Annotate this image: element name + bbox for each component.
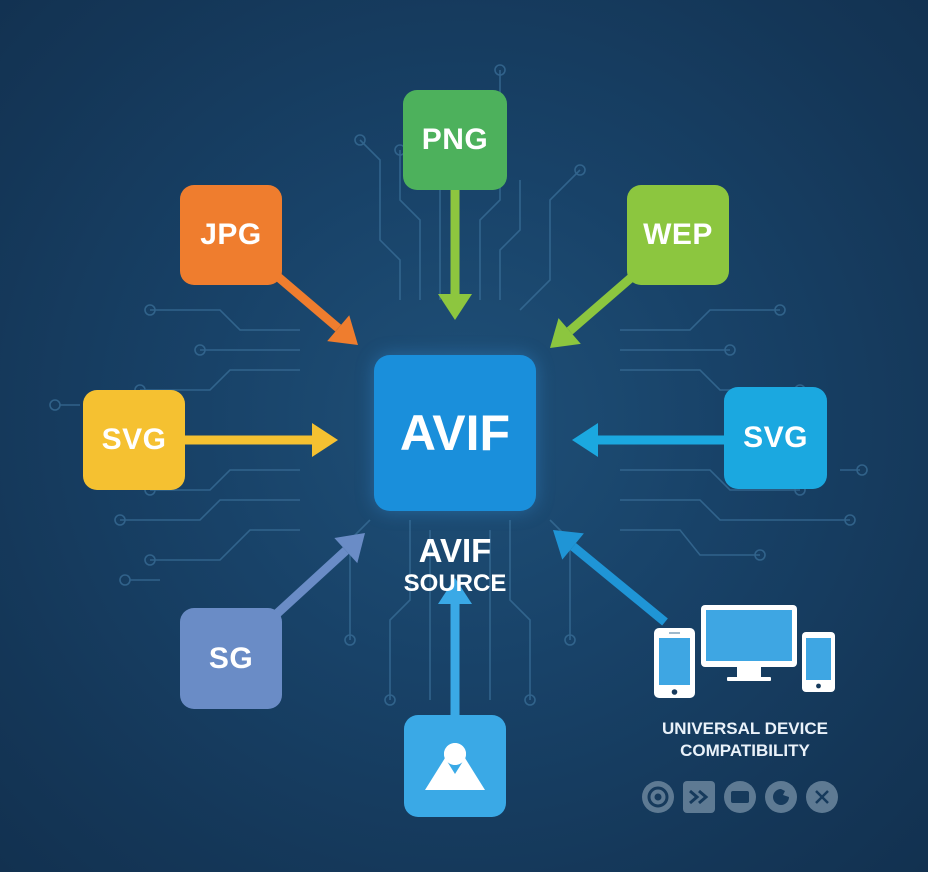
format-label-jpg: JPG <box>200 218 262 251</box>
smartphone-icon <box>654 628 695 698</box>
format-box-sg: SG <box>180 608 282 709</box>
circuit-node <box>754 549 766 561</box>
format-label-svg-left: SVG <box>101 423 167 456</box>
circuit-node <box>194 344 206 356</box>
image-icon <box>425 743 485 790</box>
format-box-png: PNG <box>403 90 507 190</box>
format-box-image <box>404 715 506 817</box>
close-circle-icon <box>806 781 838 813</box>
circuit-node <box>774 304 786 316</box>
browser-icon-row <box>642 781 838 813</box>
avif-center-label: AVIF <box>399 405 511 461</box>
circuit-node <box>49 399 61 411</box>
source-caption-line2: SOURCE <box>403 570 507 597</box>
arrow-svg-left <box>185 423 338 457</box>
circuit-trace <box>620 499 850 521</box>
devices-group <box>654 605 835 698</box>
format-label-sg: SG <box>208 641 254 675</box>
desktop-monitor-icon <box>701 605 797 681</box>
format-box-wep: WEP <box>627 185 729 285</box>
arrow-sg <box>266 533 365 624</box>
circuit-node <box>384 694 396 706</box>
circuit-trace <box>150 469 300 491</box>
circuit-node <box>524 694 536 706</box>
window-icon <box>724 781 756 813</box>
circuit-trace <box>499 180 521 300</box>
circuit-node <box>844 514 856 526</box>
circuit-trace <box>509 520 531 700</box>
circuit-trace <box>620 529 760 556</box>
circuit-node <box>856 464 868 476</box>
arrow-svg-right <box>572 423 724 457</box>
format-box-svg-right: SVG <box>724 387 827 489</box>
circuit-node <box>494 64 506 76</box>
circuit-trace <box>389 520 411 700</box>
circuit-node <box>119 574 131 586</box>
circuit-node <box>144 304 156 316</box>
format-label-png: PNG <box>421 123 489 156</box>
forward-chevrons-icon <box>683 781 715 813</box>
device-compat-line1: UNIVERSAL DEVICE <box>662 719 828 738</box>
circuit-trace <box>150 309 300 331</box>
circuit-trace <box>140 369 300 391</box>
circuit-node <box>564 634 576 646</box>
circuit-trace <box>620 469 800 491</box>
circuit-node <box>574 164 586 176</box>
format-box-jpg: JPG <box>180 185 282 285</box>
firefox-icon <box>765 781 797 813</box>
circuit-node <box>144 554 156 566</box>
circuit-node <box>354 134 366 146</box>
format-label-wep: WEP <box>643 218 713 251</box>
circuit-trace <box>519 169 581 311</box>
format-box-svg-left: SVG <box>83 390 185 490</box>
arrow-image <box>438 578 472 715</box>
circuit-node <box>724 344 736 356</box>
avif-center-box: AVIF <box>374 355 536 511</box>
format-label-svg-right: SVG <box>743 421 808 454</box>
arrow-jpg <box>267 266 358 345</box>
circuit-node <box>344 634 356 646</box>
circuit-node <box>114 514 126 526</box>
circuit-trace <box>150 529 300 561</box>
circuit-trace <box>359 139 401 300</box>
circuit-trace <box>620 309 780 331</box>
arrow-wep <box>550 266 643 348</box>
arrow-png <box>438 190 472 320</box>
arrow-devices <box>553 530 668 626</box>
circuit-trace <box>399 150 421 300</box>
source-caption-line1: AVIF <box>418 532 492 569</box>
device-compat-line2: COMPATIBILITY <box>680 741 810 760</box>
tablet-icon <box>802 632 835 692</box>
chrome-icon <box>642 781 674 813</box>
circuit-trace <box>120 499 300 521</box>
